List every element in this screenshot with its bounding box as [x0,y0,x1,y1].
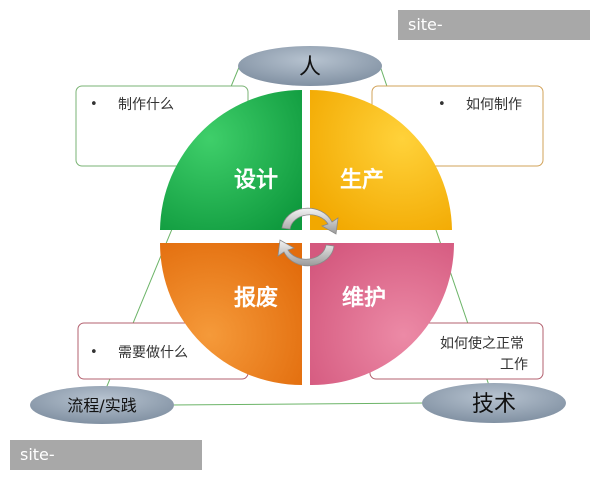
cycle-arrow-bottom [277,239,335,267]
node-person-shape [238,46,382,86]
cycle-arrows-icon [277,207,339,267]
node-process-label: 流程/实践 [67,396,136,415]
quadrant-design [160,90,302,230]
note-top-right-text: 如何制作 [466,97,522,113]
node-tech-label: 技术 [472,392,516,417]
node-person-label: 人 [299,55,321,80]
note-top-left-bullet: • [90,97,98,112]
note-bottom-left-text: 需要做什么 [118,345,188,361]
watermark-bottom: site-queenbounty.com [10,440,202,494]
quadrant-maintenance [310,243,454,386]
note-bottom-right-text-line2: 工作 [500,357,528,373]
diagram-canvas: • 制作什么 • 如何制作 • 需要做什么 如何使之正常 工作 设计 生产 报废… [30,46,566,424]
cycle-arrow-top [281,207,339,235]
quadrant-design-label: 设计 [234,168,278,193]
node-person: 人 [238,46,382,86]
note-top-right-bullet: • [438,97,446,112]
node-process-shape [30,386,174,424]
quadrant-production-label: 生产 [340,168,384,193]
lifecycle-pie: 设计 生产 报废 维护 [160,90,454,386]
quadrant-scrap-label: 报废 [234,285,278,311]
watermark-top: site-queenbounty.com [398,10,590,64]
node-process: 流程/实践 [30,386,174,424]
note-bottom-left-bullet: • [90,345,98,360]
note-top-left-text: 制作什么 [118,97,174,113]
node-tech: 技术 [422,383,566,423]
node-tech-shape [422,383,566,423]
quadrant-production [310,90,452,230]
connector-process-tech [169,402,426,406]
note-bottom-right-text-line1: 如何使之正常 [440,335,524,352]
quadrant-scrap [160,243,302,385]
quadrant-maintenance-label: 维护 [342,285,386,311]
